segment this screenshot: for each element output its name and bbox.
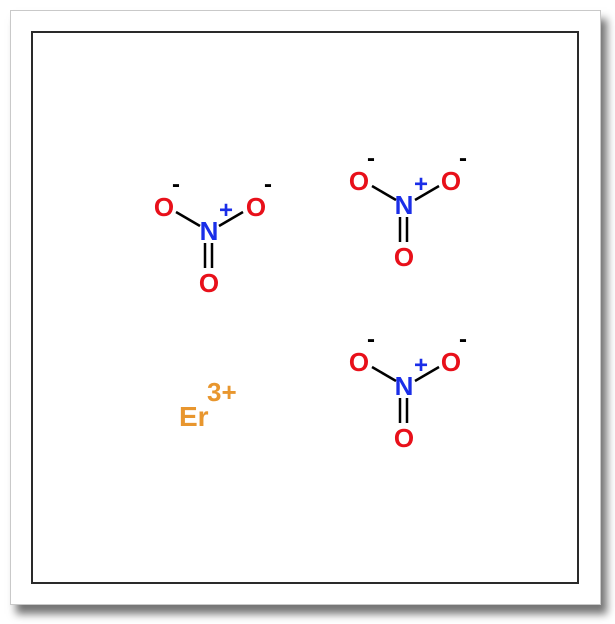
nitrate-3-nitrogen: N [395,371,414,401]
nitrate-1-nitrogen-charge: + [219,197,233,224]
nitrate-1-oxygen-left: O [154,192,174,222]
bond-n3-o-left [371,365,397,383]
nitrate-3: O - N + O - O [349,326,467,453]
bond-n3-o-right [414,365,440,383]
nitrate-2-oxygen-bottom: O [394,242,414,272]
nitrate-2: O - N + O - O [349,145,467,272]
nitrate-2-oxygen-left-charge: - [367,145,375,172]
nitrate-2-oxygen-left: O [349,166,369,196]
nitrate-1-nitrogen: N [200,216,219,246]
bond-n1-o-left [175,210,201,228]
nitrate-1-oxygen-right-charge: - [264,171,272,198]
nitrate-1-oxygen-bottom: O [199,268,219,298]
nitrate-1-oxygen-right: O [246,192,266,222]
erbium-ion: Er 3+ [179,377,237,432]
bond-n2-o-left [371,184,397,202]
nitrate-3-oxygen-left-charge: - [367,326,375,353]
nitrate-2-nitrogen-charge: + [414,171,428,198]
erbium-charge: 3+ [207,377,237,407]
nitrate-3-oxygen-left: O [349,347,369,377]
nitrate-1: O - N + O - O [154,171,272,298]
structure-card [10,10,601,605]
nitrate-3-oxygen-right-charge: - [459,326,467,353]
nitrate-3-oxygen-right: O [441,347,461,377]
bond-n1-o-right [218,210,244,228]
nitrate-3-nitrogen-charge: + [414,352,428,379]
nitrate-2-oxygen-right: O [441,166,461,196]
bond-n2-o-right [414,184,440,202]
nitrate-1-oxygen-left-charge: - [172,171,180,198]
erbium-symbol: Er [179,401,209,432]
nitrate-3-oxygen-bottom: O [394,423,414,453]
nitrate-2-oxygen-right-charge: - [459,145,467,172]
nitrate-2-nitrogen: N [395,190,414,220]
structure-frame [31,31,579,584]
